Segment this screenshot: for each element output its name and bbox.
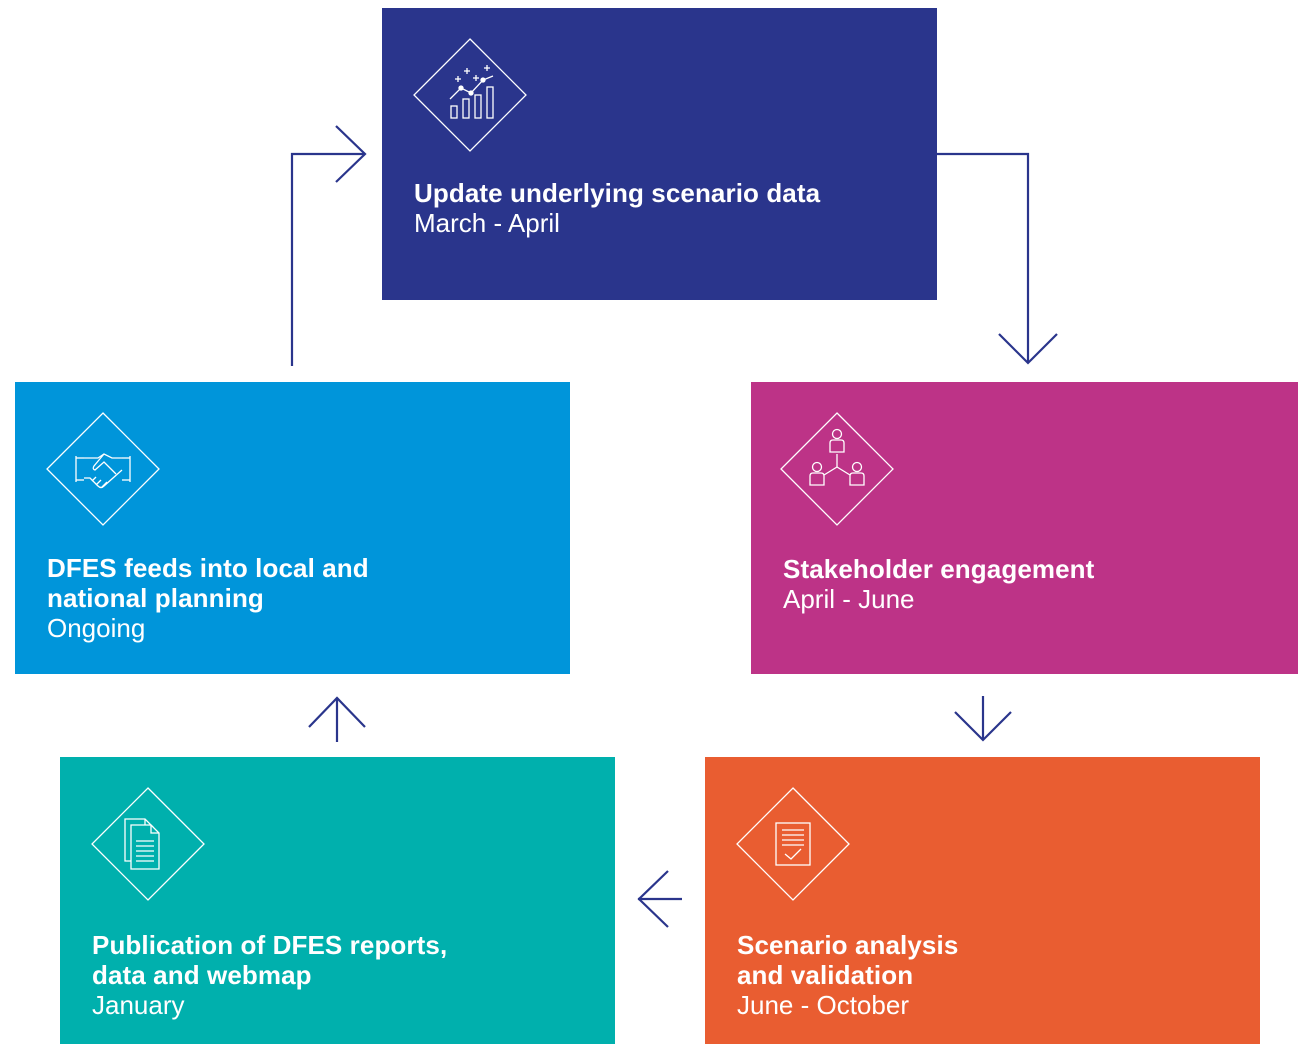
step-engagement-box: Stakeholder engagement April - June bbox=[751, 382, 1298, 674]
step-planning-period: Ongoing bbox=[47, 613, 146, 643]
arrow-head-left bbox=[637, 870, 669, 928]
arrow-head-right bbox=[335, 125, 367, 183]
step-analysis-title-line1: Scenario analysis bbox=[737, 930, 959, 960]
step-analysis-box: Scenario analysis and validation June - … bbox=[705, 757, 1260, 1044]
chart-trend-icon bbox=[413, 38, 527, 152]
arrow-update-to-engagement bbox=[937, 152, 1030, 362]
handshake-icon bbox=[46, 412, 160, 526]
documents-icon bbox=[91, 787, 205, 901]
step-publication-box: Publication of DFES reports, data and we… bbox=[60, 757, 615, 1044]
step-publication-title-line1: Publication of DFES reports, bbox=[92, 930, 448, 960]
step-planning-box: DFES feeds into local and national plann… bbox=[15, 382, 570, 674]
step-update-box: Update underlying scenario data March - … bbox=[382, 8, 937, 300]
step-planning-title-line2: national planning bbox=[47, 583, 264, 613]
arrow-planning-to-update bbox=[290, 152, 364, 366]
arrow-head-down-2 bbox=[954, 711, 1012, 742]
checklist-document-icon bbox=[736, 787, 850, 901]
step-publication-period: January bbox=[92, 990, 185, 1020]
people-network-icon bbox=[780, 412, 894, 526]
arrow-head-up bbox=[308, 696, 366, 728]
step-update-period: March - April bbox=[414, 208, 560, 238]
step-publication-title-line2: data and webmap bbox=[92, 960, 312, 990]
step-analysis-period: June - October bbox=[737, 990, 909, 1020]
step-engagement-title: Stakeholder engagement bbox=[783, 554, 1095, 584]
step-analysis-title-line2: and validation bbox=[737, 960, 914, 990]
step-planning-title-line1: DFES feeds into local and bbox=[47, 553, 369, 583]
step-engagement-period: April - June bbox=[783, 584, 915, 614]
step-update-title: Update underlying scenario data bbox=[414, 178, 821, 208]
arrow-head-down-1 bbox=[998, 333, 1058, 365]
